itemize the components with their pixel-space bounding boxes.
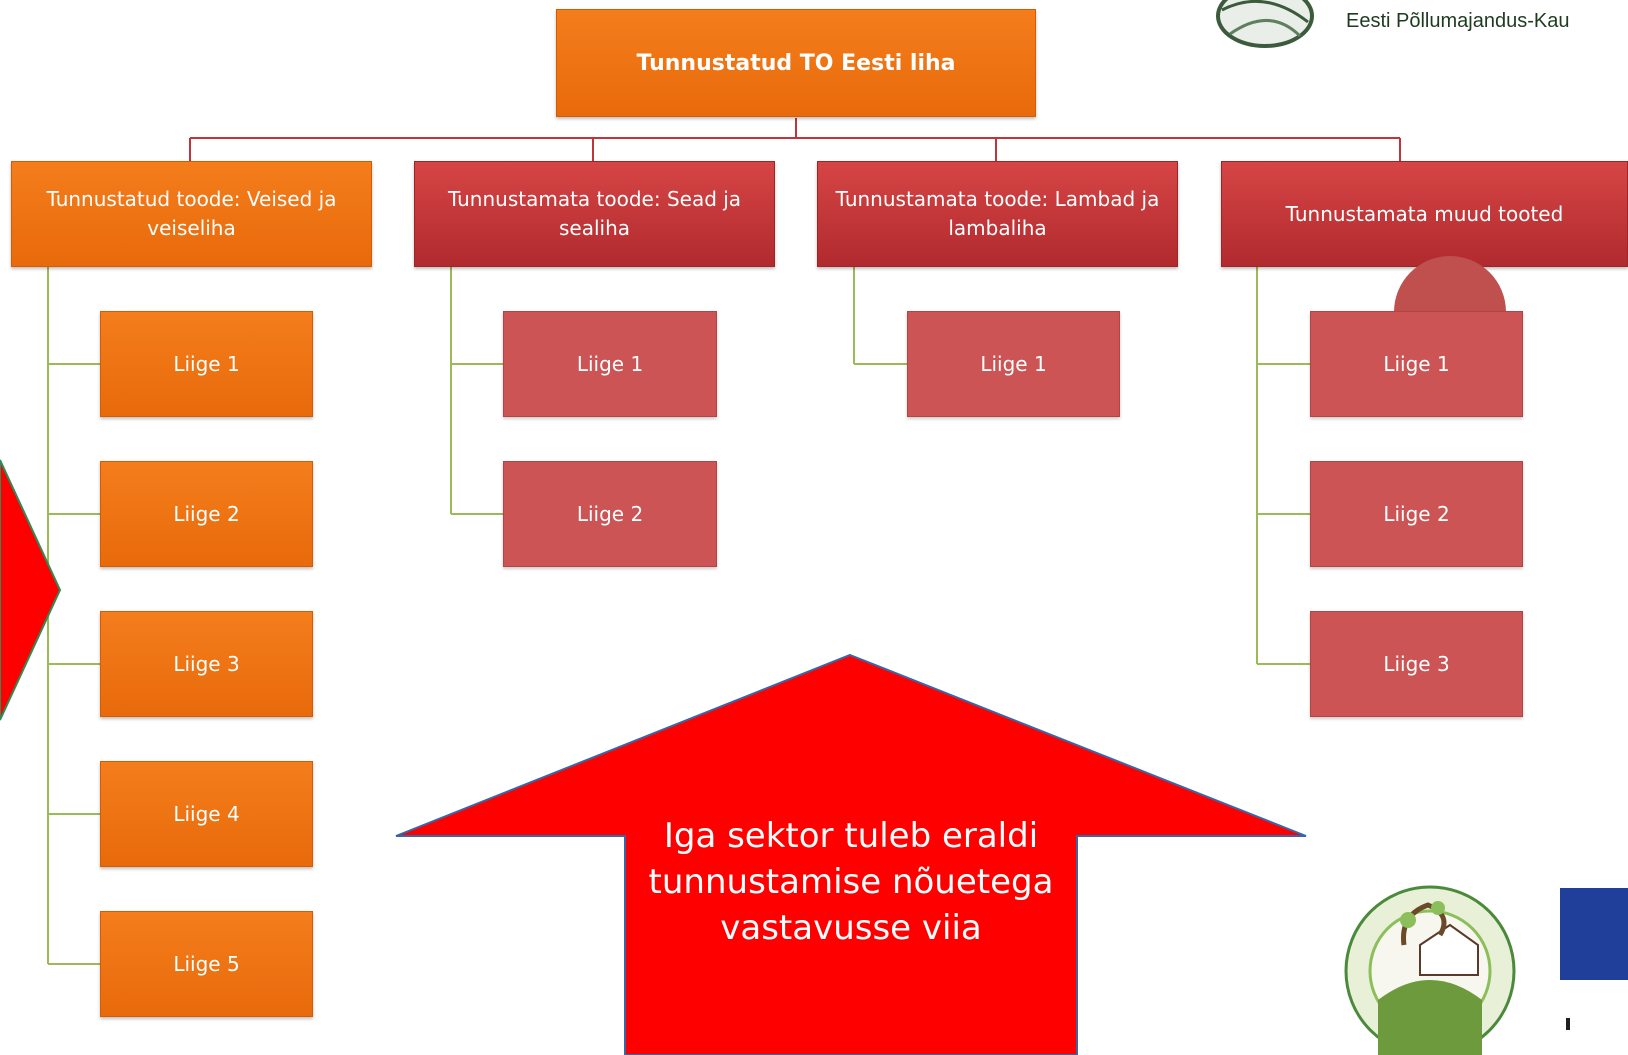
member-label: Liige 3 xyxy=(173,651,240,676)
member-label: Liige 4 xyxy=(173,801,240,826)
root-node: Tunnustatud TO Eesti liha xyxy=(556,9,1036,117)
member-label: Liige 2 xyxy=(1383,501,1450,526)
member-box: Liige 4 xyxy=(100,761,313,867)
member-label: Liige 1 xyxy=(173,351,240,376)
sector-header-pork: Tunnustamata toode: Sead ja sealiha xyxy=(414,161,775,267)
member-box: Liige 5 xyxy=(100,911,313,1017)
sector-title: Tunnustatud toode: Veised ja veiseliha xyxy=(46,187,337,240)
member-box: Liige 3 xyxy=(100,611,313,717)
member-label: Liige 3 xyxy=(1383,651,1450,676)
sector-title: Tunnustamata toode: Lambad ja lambaliha xyxy=(835,187,1160,240)
member-box: Liige 3 xyxy=(1310,611,1523,717)
member-label: Liige 1 xyxy=(980,351,1047,376)
sector-header-other: Tunnustamata muud tooted xyxy=(1221,161,1628,267)
member-label: Liige 2 xyxy=(173,501,240,526)
member-box: Liige 2 xyxy=(503,461,717,567)
logo-subtitle: Eesti Põllumajandus-Kau xyxy=(1346,10,1570,32)
sector-title: Tunnustamata toode: Sead ja sealiha xyxy=(447,187,742,240)
member-box: Liige 1 xyxy=(1310,311,1523,417)
member-box: Liige 1 xyxy=(907,311,1120,417)
callout-text: Iga sektor tuleb eraldi tunnustamise nõu… xyxy=(648,816,1054,948)
sector-header-lamb: Tunnustamata toode: Lambad ja lambaliha xyxy=(817,161,1178,267)
member-label: Liige 1 xyxy=(1383,351,1450,376)
member-box: Liige 2 xyxy=(1310,461,1523,567)
member-box: Liige 1 xyxy=(100,311,313,417)
member-label: Liige 2 xyxy=(576,501,644,526)
root-title: Tunnustatud TO Eesti liha xyxy=(636,50,956,76)
sector-title: Tunnustamata muud tooted xyxy=(1285,201,1564,226)
sector-header-beef: Tunnustatud toode: Veised ja veiseliha xyxy=(11,161,372,267)
member-box: Liige 2 xyxy=(100,461,313,567)
member-box: Liige 1 xyxy=(503,311,717,417)
member-label: Liige 1 xyxy=(576,351,644,376)
top-connectors xyxy=(189,118,1401,162)
member-label: Liige 5 xyxy=(173,951,240,976)
